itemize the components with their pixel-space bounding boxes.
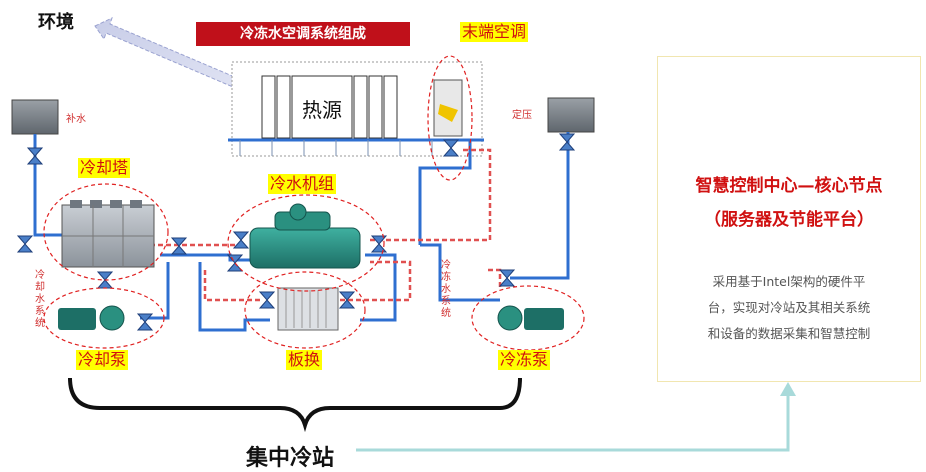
plate-hx-label: 板换 bbox=[286, 350, 323, 370]
terminal-ac-label: 末端空调 bbox=[460, 22, 529, 42]
chilled-pump-label: 冷冻泵 bbox=[498, 350, 551, 370]
diagram-title: 冷冻水空调系统组成 bbox=[196, 22, 410, 46]
cooling-pump-label: 冷却泵 bbox=[76, 350, 129, 370]
makeup-tank bbox=[11, 99, 59, 135]
control-center-panel: 新华三 智慧控制中心—核心节点 （服务器及节能平台） 采用基于Intel架构的硬… bbox=[657, 56, 921, 382]
makeup-water-label: 补水 bbox=[66, 114, 86, 125]
constant-pressure-label: 定压 bbox=[512, 110, 532, 121]
panel-title-line1: 智慧控制中心—核心节点 bbox=[695, 176, 883, 196]
cooling-system-label: 冷却水系统 bbox=[35, 270, 45, 329]
cooling-tower-ellipse bbox=[43, 183, 169, 281]
cooling-pump-ellipse bbox=[43, 287, 165, 349]
panel-desc-line1: 采用基于Intel架构的硬件平 bbox=[712, 274, 866, 289]
chiller-label: 冷水机组 bbox=[268, 174, 337, 194]
environment-arrow bbox=[94, 17, 271, 102]
cooling-tower-label: 冷却塔 bbox=[78, 158, 131, 178]
control-link-arrow bbox=[356, 392, 790, 452]
central-plant-label: 集中冷站 bbox=[246, 446, 335, 471]
panel-title-line2: （服务器及节能平台） bbox=[704, 210, 874, 230]
cooling-pump-shape bbox=[58, 305, 125, 331]
heat-source-label: 热源 bbox=[302, 98, 342, 122]
panel-desc-line2: 台，实现对冷站及其相关系统 bbox=[707, 300, 871, 315]
terminal-ac-ellipse bbox=[427, 55, 473, 181]
environment-label: 环境 bbox=[38, 12, 74, 33]
pressure-tank bbox=[547, 97, 595, 133]
server-brand-badge: 新华三 bbox=[781, 114, 803, 122]
chilled-system-label: 冷冻水系统 bbox=[441, 260, 451, 319]
panel-desc-line3: 和设备的数据采集和智慧控制 bbox=[707, 326, 871, 341]
central-plant-brace bbox=[68, 377, 522, 433]
plate-hx-body bbox=[277, 287, 339, 331]
plate-hx-ellipse bbox=[244, 271, 366, 349]
chiller-ellipse bbox=[227, 194, 385, 292]
heat-source-panels bbox=[261, 75, 398, 139]
chilled-pump-shape bbox=[497, 305, 564, 331]
chiller-body bbox=[249, 227, 361, 269]
